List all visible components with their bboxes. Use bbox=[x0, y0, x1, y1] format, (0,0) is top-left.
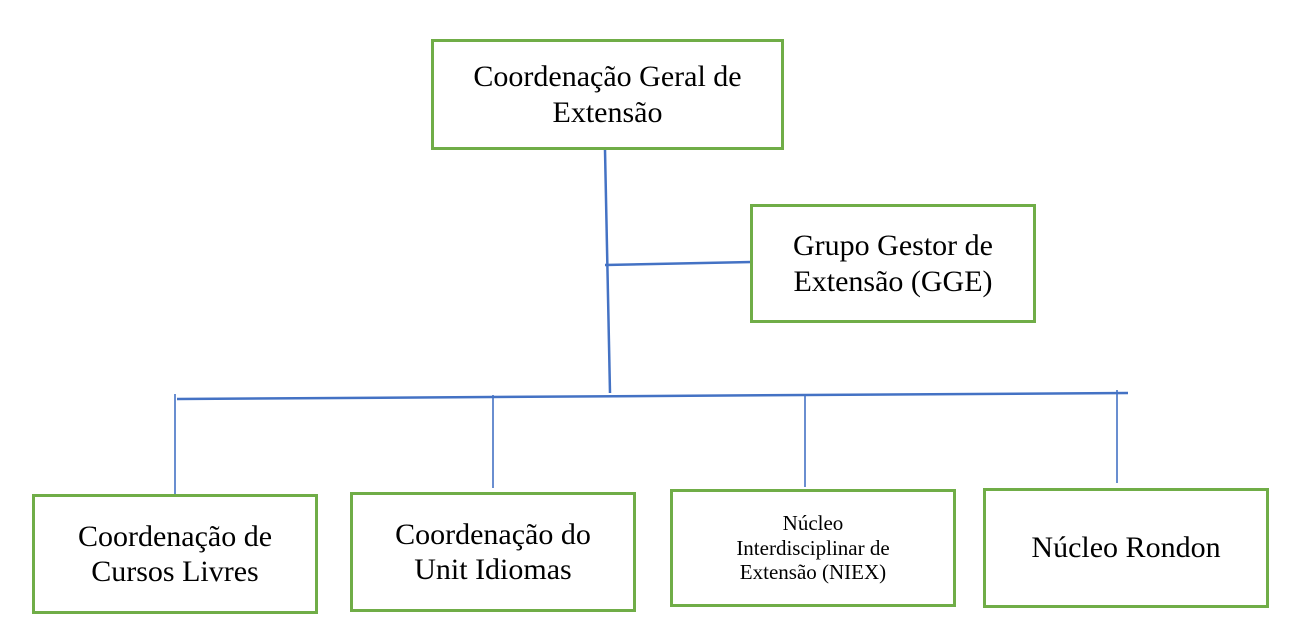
node-label-line: Extensão (GGE) bbox=[793, 264, 993, 298]
node-nucleo-rondon: Núcleo Rondon bbox=[983, 488, 1269, 608]
root-trunk-line bbox=[603, 149, 612, 394]
node-label-line: Grupo Gestor de bbox=[793, 229, 993, 263]
node-coordenacao-unit-idiomas: Coordenação do Unit Idiomas bbox=[350, 492, 636, 612]
node-label-line: Núcleo Rondon bbox=[1031, 531, 1221, 565]
node-label-line: Coordenação de bbox=[77, 519, 273, 553]
node-nucleo-interdisciplinar-extensao: Núcleo Interdisciplinar de Extensão (NIE… bbox=[670, 489, 956, 607]
node-coordenacao-geral-extensao: Coordenação Geral de Extensão bbox=[431, 39, 784, 150]
node-coordenacao-cursos-livres: Coordenação de Cursos Livres bbox=[32, 494, 318, 614]
node-label-line: Cursos Livres bbox=[91, 555, 259, 588]
node-label-line: Coordenação Geral de bbox=[473, 60, 742, 94]
node-label-line: Unit Idiomas bbox=[414, 553, 572, 586]
children-bus-line bbox=[176, 391, 1129, 401]
node-label-line: Núcleo bbox=[782, 510, 844, 535]
node-label-line: Extensão bbox=[552, 95, 663, 129]
node-label-line: Coordenação do bbox=[395, 517, 591, 551]
node-label-line: Extensão (NIEX) bbox=[739, 560, 887, 585]
node-grupo-gestor-extensao: Grupo Gestor de Extensão (GGE) bbox=[750, 204, 1036, 323]
advisory-branch-line bbox=[604, 260, 753, 267]
node-label-line: Interdisciplinar de bbox=[736, 535, 890, 560]
